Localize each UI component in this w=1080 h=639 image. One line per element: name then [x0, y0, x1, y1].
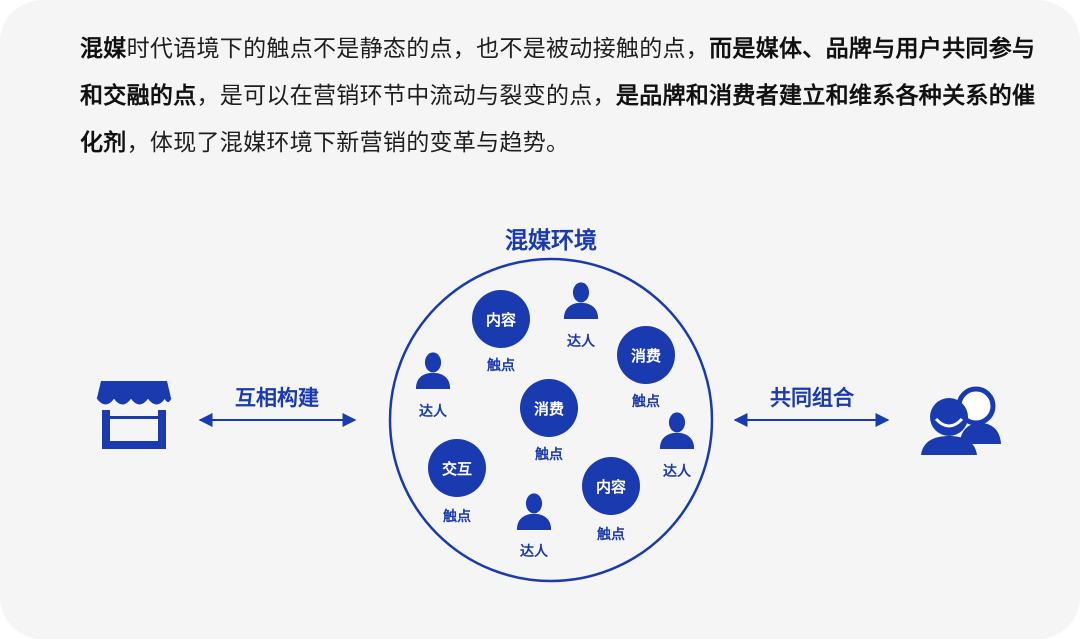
- para-segment-1: 混媒: [80, 36, 127, 62]
- influencer-1: 达人: [563, 282, 599, 350]
- touchpoint-bubble-label: 消费: [534, 400, 564, 418]
- touchpoint-caption: 触点: [486, 357, 515, 374]
- users-group-icon: [921, 386, 1001, 455]
- person-icon: [516, 493, 552, 530]
- diagram-title: 混媒环境: [505, 227, 597, 254]
- right-arrow-label: 共同组合: [770, 386, 855, 410]
- para-segment-6: ，体现了混媒环境下新营销的变革与趋势。: [126, 130, 570, 156]
- left-arrow-label: 互相构建: [235, 386, 319, 410]
- touchpoint-caption: 触点: [596, 526, 625, 543]
- touchpoint-interaction: 交互 触点: [428, 439, 486, 525]
- touchpoint-caption: 触点: [534, 446, 563, 463]
- influencer-caption: 达人: [419, 403, 448, 420]
- environment-circle: [388, 257, 714, 583]
- influencer-caption: 达人: [520, 543, 549, 560]
- touchpoint-bubble-label: 消费: [631, 347, 661, 365]
- influencer-caption: 达人: [663, 463, 692, 480]
- influencer-caption: 达人: [567, 333, 596, 350]
- person-icon: [415, 352, 451, 389]
- touchpoint-bubble-label: 内容: [596, 478, 626, 496]
- para-segment-2: 时代语境下的触点不是静态的点，也不是被动接触的点，: [126, 36, 710, 62]
- touchpoint-consumption-1: 消费 触点: [617, 326, 675, 410]
- touchpoint-consumption-2: 消费 触点: [520, 379, 578, 463]
- touchpoint-content-1: 内容 触点: [472, 290, 530, 374]
- influencer-4: 达人: [516, 493, 552, 560]
- touchpoint-content-2: 内容 触点: [582, 457, 640, 543]
- para-segment-4: ，是可以在营销环节中流动与裂变的点，: [196, 83, 616, 109]
- storefront-icon: [96, 381, 172, 449]
- person-icon: [659, 412, 695, 449]
- intro-paragraph: 混媒时代语境下的触点不是静态的点，也不是被动接触的点，而是媒体、品牌与用户共同参…: [80, 26, 1040, 167]
- influencer-3: 达人: [659, 412, 695, 480]
- touchpoint-caption: 触点: [631, 393, 660, 410]
- touchpoint-caption: 触点: [442, 508, 471, 525]
- touchpoint-bubble-label: 内容: [486, 311, 516, 329]
- para-segment-3: 而是媒体、品牌与用户共同参与和交融的点: [80, 36, 1036, 109]
- para-segment-5: 是品牌和消费者建立和维系各种关系的催化剂: [80, 83, 1036, 156]
- influencer-2: 达人: [415, 352, 451, 420]
- touchpoint-bubble-label: 交互: [442, 460, 472, 478]
- person-icon: [563, 282, 599, 319]
